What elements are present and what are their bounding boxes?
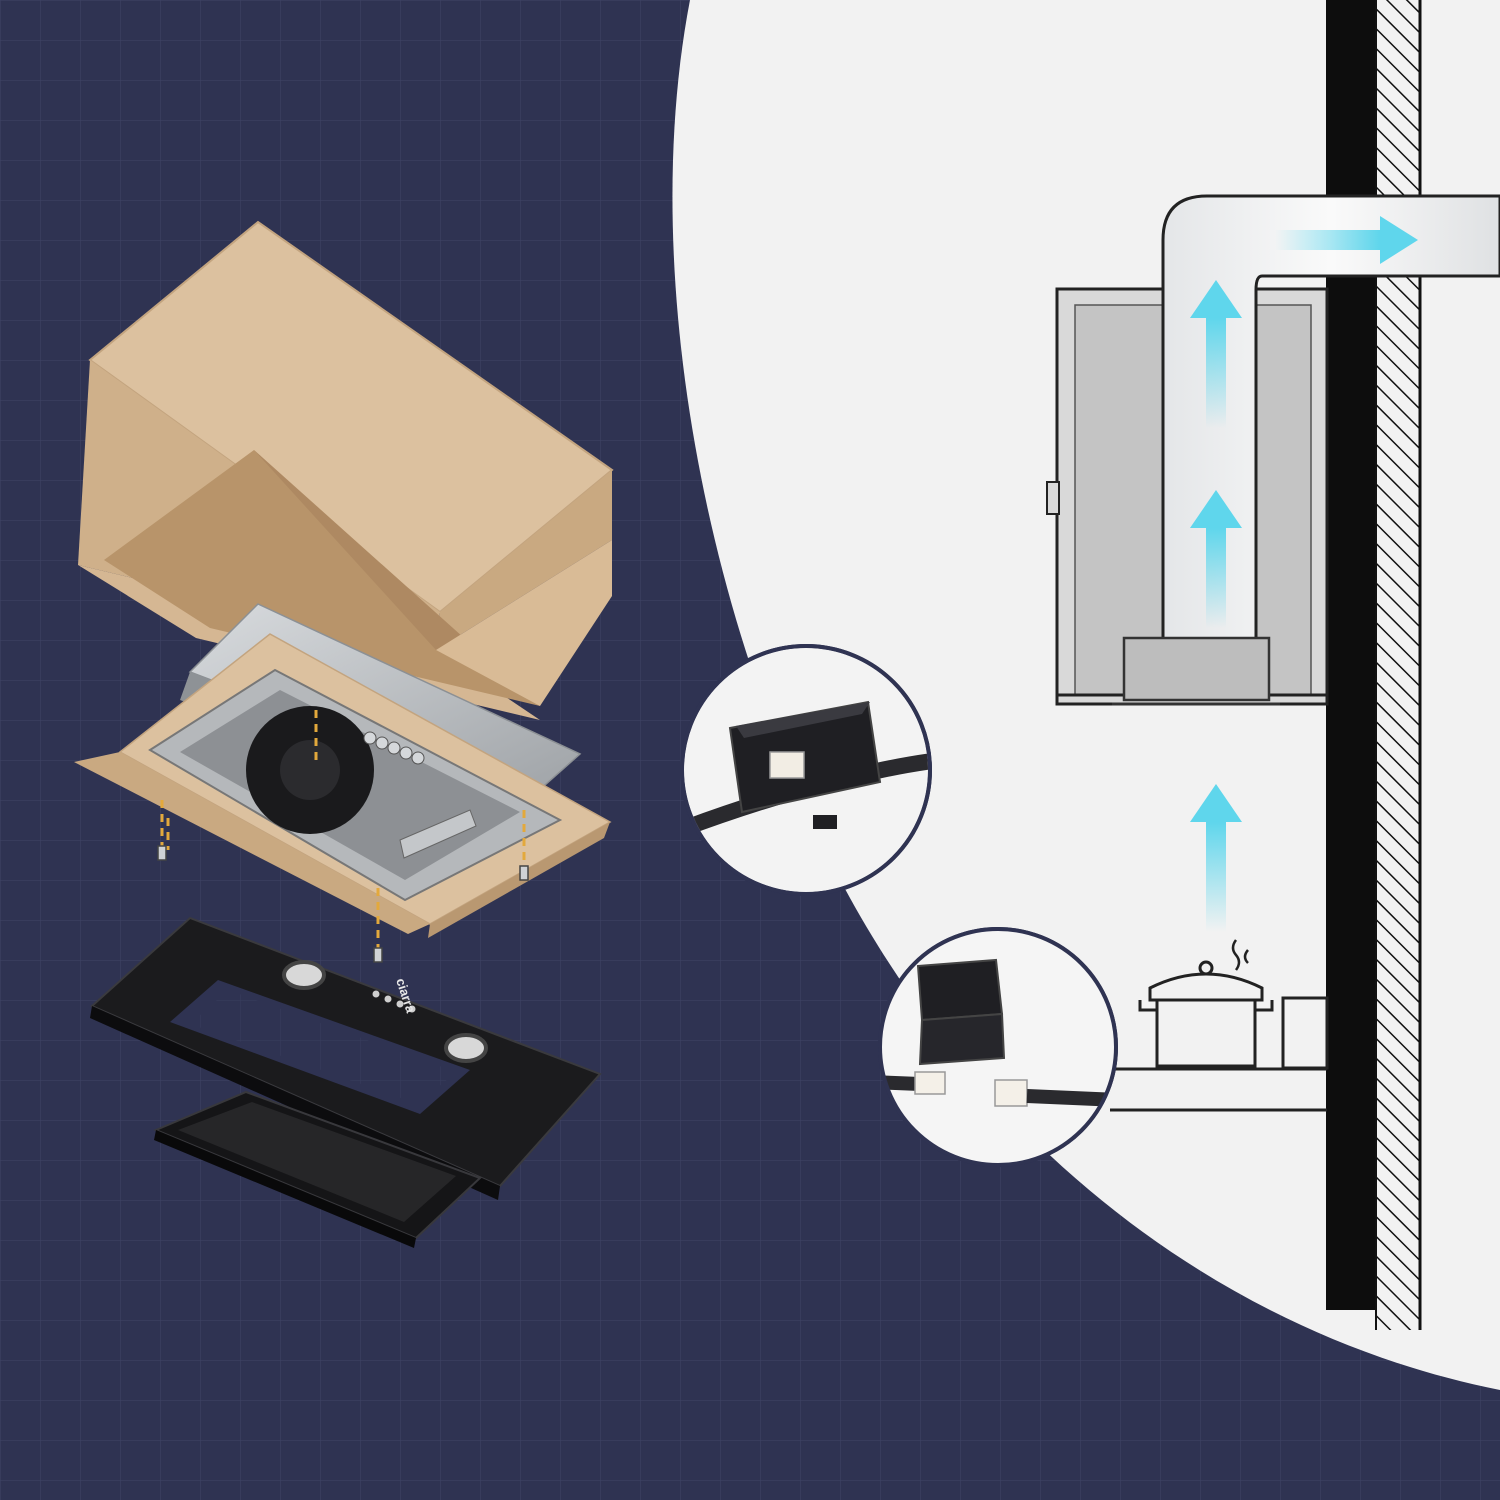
airflow-arrow-icon <box>1190 216 1418 932</box>
steam-icon <box>1231 939 1249 971</box>
duct-pipe-icon <box>1112 194 1500 706</box>
grease-filter-icon <box>153 1090 482 1248</box>
wire-connector-closed-icon <box>680 644 932 896</box>
range-hood-insert-icon <box>74 603 612 938</box>
countertop <box>1110 996 1329 1112</box>
wire-connector-open-icon <box>878 927 1118 1167</box>
cooking-pot-icon <box>1138 960 1274 1068</box>
